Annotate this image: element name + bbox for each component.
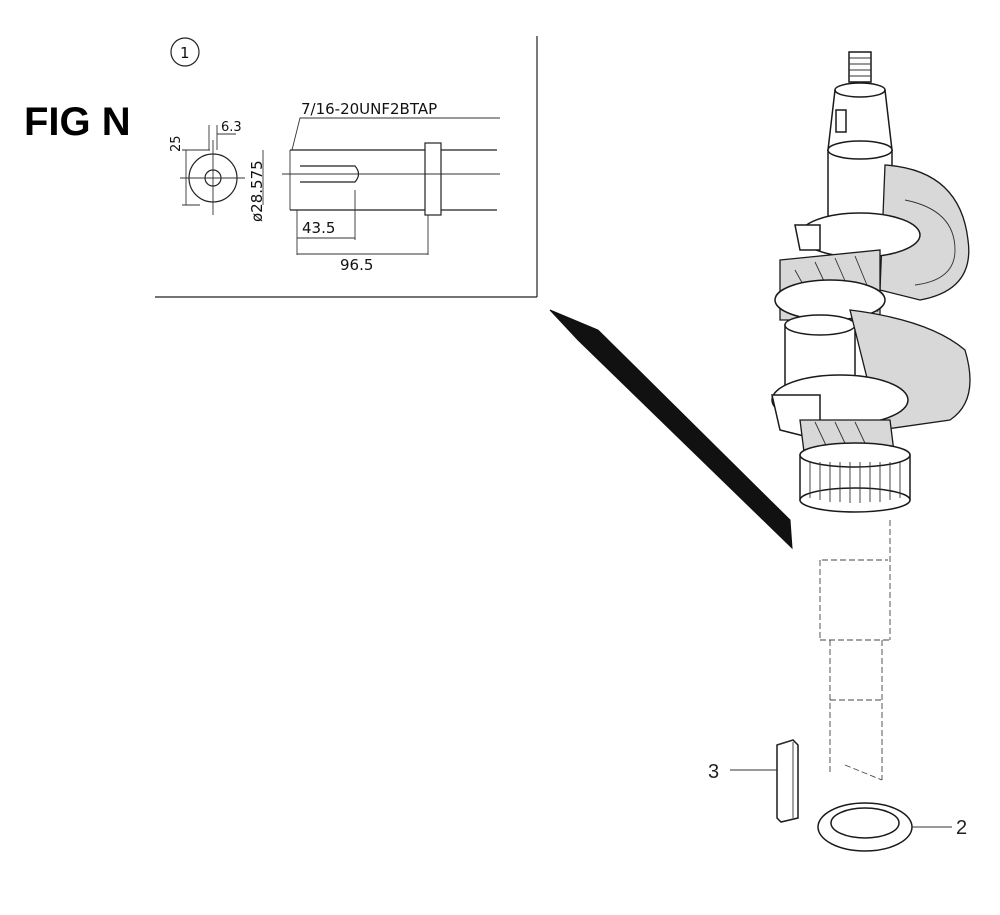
dimension-keyway-width: 6.3 [221,120,242,135]
detail-inset-frame [155,36,538,298]
detail-pointer-arrow [549,309,793,550]
thread-specification: 7/16-20UNF2BTAP [301,100,437,118]
detail-reference-marker: 1 [170,37,200,67]
callout-key: 3 [708,761,719,783]
dimension-height: 25 [169,135,184,152]
figure-title: FIG N [24,100,131,144]
callout-washer: 2 [956,817,967,839]
detail-reference-number: 1 [180,44,190,62]
dimension-total-length: 96.5 [340,256,373,274]
key-part: 3 [708,739,799,823]
dimension-diameter: ø28.575 [248,160,266,222]
dimension-keyway-length: 43.5 [302,219,335,237]
washer-part: 2 [817,802,967,852]
shaft-end-detail: 25 6.3 ø28.575 7/16-20UNF2BTAP 43.5 96.5 [169,100,500,274]
crankshaft-illustration [771,51,971,781]
